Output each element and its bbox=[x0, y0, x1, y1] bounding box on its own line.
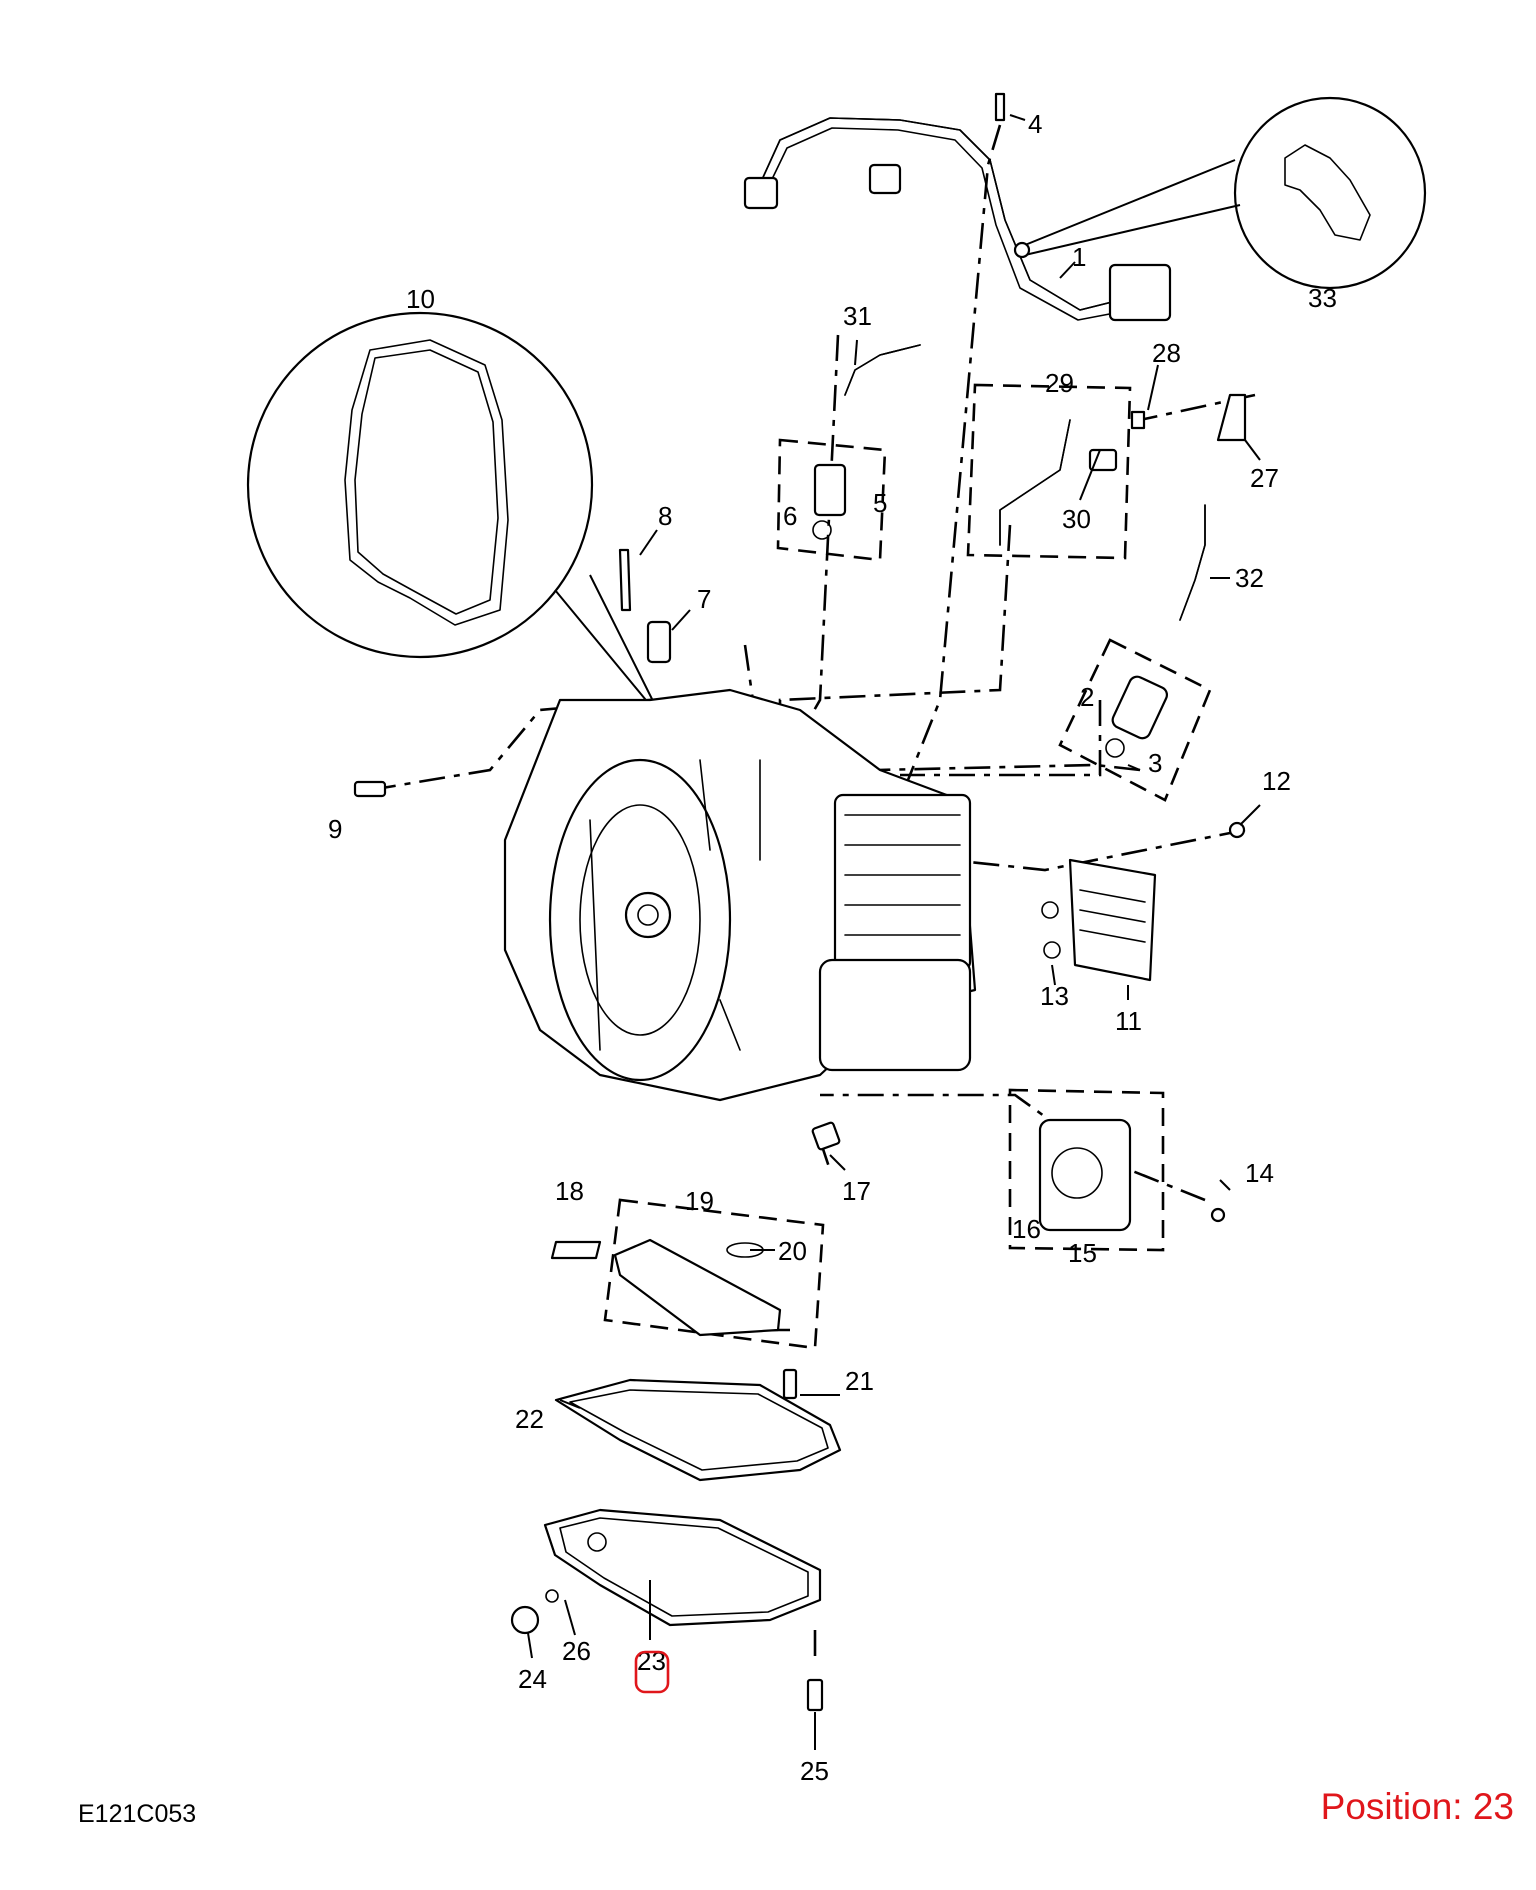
part-label-13: 13 bbox=[1040, 981, 1069, 1011]
gasket-inset-callout bbox=[246, 311, 656, 706]
part-label-16: 16 bbox=[1012, 1214, 1041, 1244]
transmission-housing bbox=[503, 688, 977, 1102]
part-label-29: 29 bbox=[1045, 368, 1074, 398]
part-label-32: 32 bbox=[1235, 563, 1264, 593]
bracket-inset-callout bbox=[1024, 96, 1427, 290]
small-parts bbox=[353, 92, 1247, 1712]
part-label-19: 19 bbox=[685, 1186, 714, 1216]
selected-part-highlight bbox=[634, 1650, 670, 1694]
part-label-7: 7 bbox=[697, 584, 711, 614]
part-label-15: 15 bbox=[1068, 1238, 1097, 1268]
part-label-14: 14 bbox=[1245, 1158, 1274, 1188]
part-label-10: 10 bbox=[406, 284, 435, 314]
part-label-4: 4 bbox=[1028, 109, 1042, 139]
part-label-2: 2 bbox=[1080, 682, 1094, 712]
part-label-31: 31 bbox=[843, 301, 872, 331]
part-label-20: 20 bbox=[778, 1236, 807, 1266]
part-label-11: 11 bbox=[1115, 1006, 1142, 1036]
part-label-6: 6 bbox=[783, 501, 797, 531]
part-label-23: 23 bbox=[637, 1646, 666, 1676]
part-label-5: 5 bbox=[873, 488, 887, 518]
part-label-3: 3 bbox=[1148, 748, 1162, 778]
part-label-27: 27 bbox=[1250, 463, 1279, 493]
part-label-17: 17 bbox=[842, 1176, 871, 1206]
part-label-30: 30 bbox=[1062, 504, 1091, 534]
part-label-22: 22 bbox=[515, 1404, 544, 1434]
part-label-33: 33 bbox=[1308, 283, 1337, 313]
part-label-9: 9 bbox=[328, 814, 342, 844]
wiring-harness-part-1 bbox=[743, 117, 1172, 322]
part-label-28: 28 bbox=[1152, 338, 1181, 368]
part-label-25: 25 bbox=[800, 1756, 829, 1786]
diagram-code: E121C053 bbox=[78, 1800, 197, 1828]
part-label-26: 26 bbox=[562, 1636, 591, 1666]
part-label-12: 12 bbox=[1262, 766, 1291, 796]
part-label-1: 1 bbox=[1072, 242, 1086, 272]
part-label-21: 21 bbox=[845, 1366, 874, 1396]
part-label-24: 24 bbox=[518, 1664, 547, 1694]
position-indicator: Position: 23 bbox=[1320, 1786, 1514, 1827]
part-label-8: 8 bbox=[658, 501, 672, 531]
part-label-18: 18 bbox=[555, 1176, 584, 1206]
leader-lines bbox=[527, 114, 1261, 1750]
part-labels: 1 2 3 4 5 6 7 8 9 10 11 12 13 14 15 16 1… bbox=[328, 109, 1337, 1786]
